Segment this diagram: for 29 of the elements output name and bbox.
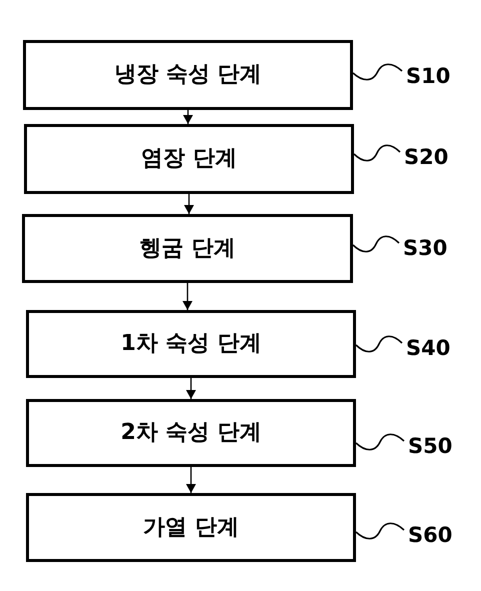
- process-box: [26, 399, 356, 467]
- leader-line: [355, 336, 403, 352]
- step-title: 냉장 숙성 단계: [114, 61, 262, 89]
- step-number: S60: [408, 522, 452, 548]
- step-title: 헹굼 단계: [140, 234, 236, 262]
- process-box: [26, 493, 356, 562]
- arrow: [186, 467, 196, 493]
- leader-line: [355, 522, 405, 540]
- step-title: 1차 숙성 단계: [120, 330, 262, 358]
- process-box: [24, 124, 354, 194]
- process-box: [26, 310, 356, 378]
- step-title: 염장 단계: [141, 145, 237, 173]
- process-box: [23, 40, 353, 110]
- leader-line: [353, 144, 401, 162]
- step-number: S30: [403, 235, 448, 261]
- arrow: [183, 110, 193, 124]
- arrow: [186, 378, 196, 399]
- step-title: 2차 숙성 단계: [120, 419, 262, 447]
- step-number: S20: [404, 144, 448, 170]
- arrow: [184, 194, 194, 214]
- arrow: [182, 283, 192, 310]
- leader-line: [355, 434, 405, 450]
- step-number: S10: [406, 63, 450, 89]
- leader-line: [352, 236, 400, 252]
- step-title: 가열 단계: [143, 514, 239, 542]
- step-number: S50: [408, 433, 452, 459]
- process-box: [22, 214, 353, 283]
- step-number: S40: [406, 335, 450, 361]
- leader-line: [352, 64, 403, 80]
